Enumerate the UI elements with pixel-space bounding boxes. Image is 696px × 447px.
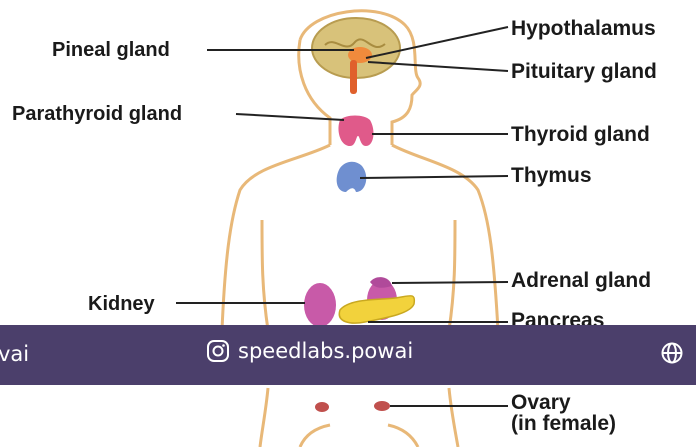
- banner-handle-text: speedlabs.powai: [238, 339, 413, 363]
- label-adrenal-gland: Adrenal gland: [511, 270, 651, 291]
- right-ovary: [374, 401, 390, 411]
- left-kidney: [304, 283, 336, 327]
- label-hypothalamus: Hypothalamus: [511, 18, 656, 39]
- label-kidney: Kidney: [88, 294, 155, 314]
- label-parathyroid-gland: Parathyroid gland: [12, 104, 182, 124]
- label-thyroid-gland: Thyroid gland: [511, 124, 650, 145]
- label-pituitary-gland: Pituitary gland: [511, 61, 657, 82]
- banner-left-text: vai: [0, 342, 29, 366]
- label-ovary: Ovary: [511, 392, 616, 413]
- instagram-icon: [206, 339, 230, 363]
- label-thymus: Thymus: [511, 165, 592, 186]
- globe-icon: [660, 341, 684, 370]
- label-pineal-gland: Pineal gland: [52, 40, 170, 60]
- watermark-banner: vai speedlabs.powai: [0, 325, 696, 385]
- thymus-gland: [337, 162, 367, 192]
- label-ovary-block: Ovary (in female): [511, 392, 616, 434]
- pituitary-stalk: [350, 60, 357, 94]
- banner-handle: speedlabs.powai: [206, 339, 413, 363]
- pancreas-gland: [339, 296, 414, 323]
- label-ovary-note: (in female): [511, 413, 616, 434]
- left-ovary: [315, 402, 329, 412]
